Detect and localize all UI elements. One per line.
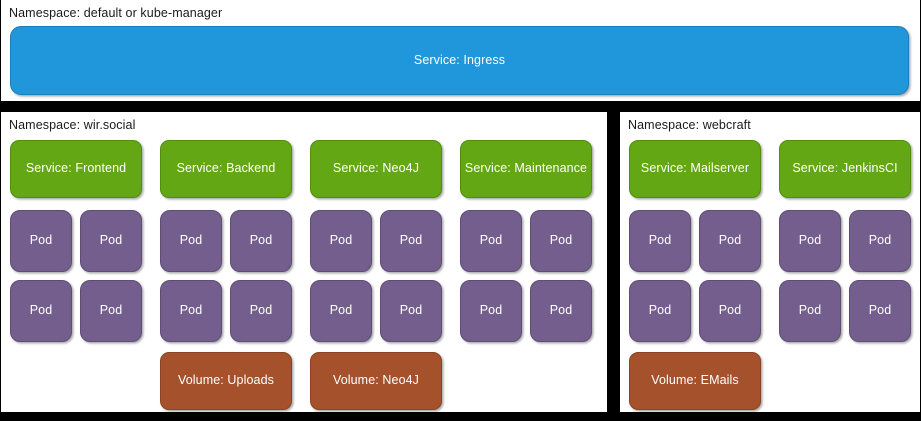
pod-node[interactable]: Pod xyxy=(779,280,841,342)
service-node[interactable]: Service: Neo4J xyxy=(310,140,442,198)
service-node-ingress[interactable]: Service: Ingress xyxy=(10,26,909,95)
pod-node[interactable]: Pod xyxy=(230,280,292,342)
pod-node[interactable]: Pod xyxy=(530,210,592,272)
volume-node[interactable]: Volume: EMails xyxy=(629,352,761,410)
service-node[interactable]: Service: Frontend xyxy=(10,140,142,198)
pod-node[interactable]: Pod xyxy=(460,210,522,272)
pod-node[interactable]: Pod xyxy=(310,280,372,342)
volume-node[interactable]: Volume: Neo4J xyxy=(310,352,442,410)
namespace-label-default: Namespace: default or kube-manager xyxy=(9,6,223,20)
pod-node[interactable]: Pod xyxy=(230,210,292,272)
pod-node[interactable]: Pod xyxy=(460,280,522,342)
pod-node[interactable]: Pod xyxy=(10,210,72,272)
service-node[interactable]: Service: Mailserver xyxy=(629,140,761,198)
pod-node[interactable]: Pod xyxy=(160,210,222,272)
pod-node[interactable]: Pod xyxy=(530,280,592,342)
pod-node[interactable]: Pod xyxy=(80,280,142,342)
service-node[interactable]: Service: Backend xyxy=(160,140,292,198)
pod-node[interactable]: Pod xyxy=(80,210,142,272)
pod-node[interactable]: Pod xyxy=(629,280,691,342)
pod-node[interactable]: Pod xyxy=(310,210,372,272)
pod-node[interactable]: Pod xyxy=(10,280,72,342)
pod-node[interactable]: Pod xyxy=(849,210,911,272)
pod-node[interactable]: Pod xyxy=(380,280,442,342)
pod-node[interactable]: Pod xyxy=(699,210,761,272)
service-node[interactable]: Service: JenkinsCI xyxy=(779,140,911,198)
pod-node[interactable]: Pod xyxy=(380,210,442,272)
pod-node[interactable]: Pod xyxy=(160,280,222,342)
pod-node[interactable]: Pod xyxy=(699,280,761,342)
pod-node[interactable]: Pod xyxy=(629,210,691,272)
namespace-panel-default: Namespace: default or kube-manager Servi… xyxy=(1,0,920,101)
service-node[interactable]: Service: Maintenance xyxy=(460,140,592,198)
pod-node[interactable]: Pod xyxy=(779,210,841,272)
volume-node[interactable]: Volume: Uploads xyxy=(160,352,292,410)
namespace-label-webcraft: Namespace: webcraft xyxy=(628,118,751,132)
namespace-label-wir-social: Namespace: wir.social xyxy=(9,118,136,132)
pod-node[interactable]: Pod xyxy=(849,280,911,342)
